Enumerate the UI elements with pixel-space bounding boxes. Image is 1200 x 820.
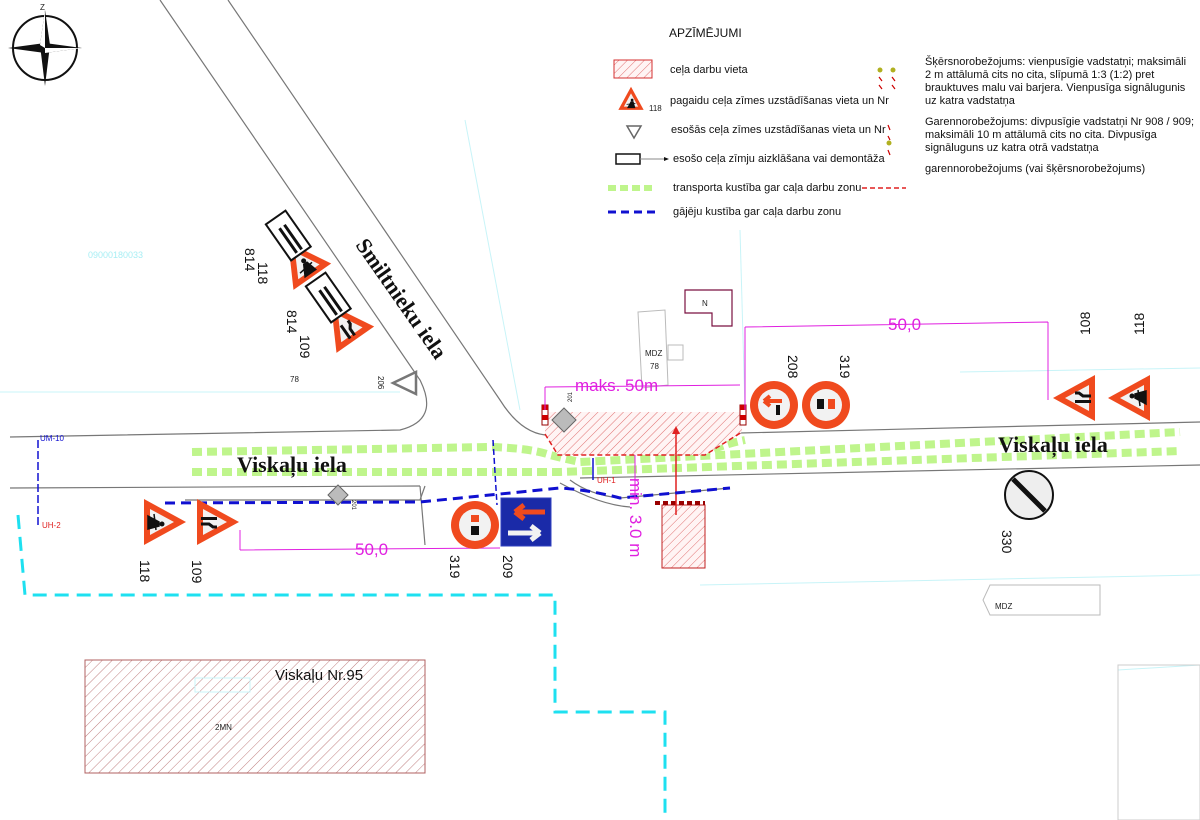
temporary-sign-109 (197, 499, 239, 545)
building-outline (1117, 664, 1200, 820)
legend-right-column: Šķērsnorobežojums: vienpusīgie vadstatņi… (925, 56, 1195, 184)
sign-number: 201 (568, 391, 574, 402)
sign-209-one-way-priority (500, 497, 552, 547)
existing-sign-206: 206 (376, 370, 418, 396)
sign-319-no-overtaking (802, 381, 850, 429)
building-type: 2MN (215, 723, 232, 732)
excavation-area (661, 504, 706, 569)
legend-symbols: 118 (608, 59, 906, 214)
legend-work-zone-swatch (613, 59, 653, 79)
legend-item-temporary-sign: pagaidu ceļa zīmes uzstādīšanas vieta un… (670, 95, 889, 107)
sign-number: 319 (837, 355, 853, 379)
building-label-mdz: MDZ (995, 602, 1012, 611)
legend-item-pedestrian: gājēju kustība gar caļa darbu zonu (673, 206, 842, 218)
utility-label: UH-2 (42, 521, 61, 530)
north-arrow-compass: Z (8, 3, 82, 86)
legend-existing-sign-icon (625, 125, 643, 140)
sign-number: 109 (189, 560, 205, 584)
dimension-50m-right: 50,0 (888, 315, 921, 334)
building-viskalu-95: Viskaļu Nr.95 2MN (84, 659, 426, 774)
building-label-mdz: MDZ (645, 349, 662, 358)
sign-number: 118 (255, 262, 271, 285)
utility-label: UH-1 (597, 476, 616, 485)
street-name-smiltnieku: Smiltnieku iela (351, 234, 452, 364)
legend-temporary-sign-icon (618, 86, 644, 110)
sign-number: 206 (376, 376, 385, 390)
dimension-min-width: min. 3.0 m (626, 478, 645, 557)
house-number-78: 78 (650, 362, 659, 371)
building-mdz-top: MDZ 78 (637, 309, 684, 389)
legend-item-transverse-barrier: Šķērsnorobežojums: vienpusīgie vadstatņi… (925, 56, 1187, 107)
street-name-viskalu: Viskaļu iela (237, 452, 347, 478)
compass-label: Z (40, 3, 45, 12)
sign-number: 118 (137, 560, 153, 583)
building-name: Viskaļu Nr.95 (275, 667, 363, 684)
sign-number: 814 (284, 310, 300, 334)
dimension-max-length: maks. 50m (575, 376, 658, 395)
legend-transverse-barrier-icon (877, 67, 896, 90)
legend-item-longitudinal-barrier: Garennorobežojums: divpusīgie vadstatņi … (925, 116, 1195, 154)
sign-319-no-overtaking (451, 501, 499, 549)
sign-number: 201 (350, 500, 356, 511)
legend-item-existing-sign: esošās ceļa zīmes uzstādīšanas vieta un … (671, 124, 886, 136)
temporary-sign-118 (144, 499, 186, 545)
dimension-lines (239, 321, 1049, 551)
legend-title: APZĪMĒJUMI (669, 26, 742, 40)
legend-item-barrier-line: garennorobežojums (vai šķērsnorobežojums… (925, 163, 1146, 175)
legend-item-work-zone: ceļa darbu vieta (670, 64, 748, 76)
work-boundary-line (16, 514, 667, 820)
sign-814-lane-arrow (304, 271, 353, 324)
legend-item-covered-sign: esošo ceļa zīmju aizklāšana vai demontāž… (673, 153, 885, 165)
legend-item-traffic: transporta kustība gar caļa darbu zonu (673, 182, 862, 194)
sign-330-end-restrictions (1004, 470, 1054, 520)
street-name-viskalu: Viskaļu iela (998, 432, 1108, 458)
existing-sign-201: 201 (551, 391, 577, 433)
parcel-boundaries (0, 119, 1200, 671)
temporary-sign-118 (1108, 375, 1150, 421)
sign-814-lane-arrow (264, 209, 313, 262)
legend-longitudinal-barrier-icon (886, 124, 892, 156)
sign-number: 109 (297, 335, 313, 359)
sign-208-priority-oncoming (750, 381, 798, 429)
sign-number: 330 (999, 530, 1015, 554)
building-label-n: N (702, 299, 708, 308)
existing-sign-201: 201 (327, 484, 356, 511)
legend-covered-sign-icon (615, 153, 641, 165)
legend-sign-number: 118 (649, 104, 662, 113)
sign-number: 208 (785, 355, 801, 379)
longitudinal-barrier (544, 431, 743, 456)
sign-number: 108 (1077, 311, 1093, 335)
parcel-number: 09000180033 (88, 250, 143, 260)
building-mdz-right: MDZ (982, 584, 1101, 616)
sign-number: 814 (242, 248, 258, 272)
sign-number: 319 (447, 555, 463, 579)
pedestrian-route (37, 439, 731, 527)
dimension-50m-left: 50,0 (355, 540, 388, 559)
sign-number: 209 (500, 555, 516, 579)
house-number-78: 78 (290, 375, 299, 384)
work-zone-area (545, 412, 742, 455)
temporary-sign-108 (1053, 375, 1095, 421)
crossing-arrow-head (672, 426, 680, 434)
utility-label: UM-10 (40, 434, 65, 443)
sign-number: 118 (1131, 312, 1147, 335)
building-n: N (684, 289, 733, 327)
